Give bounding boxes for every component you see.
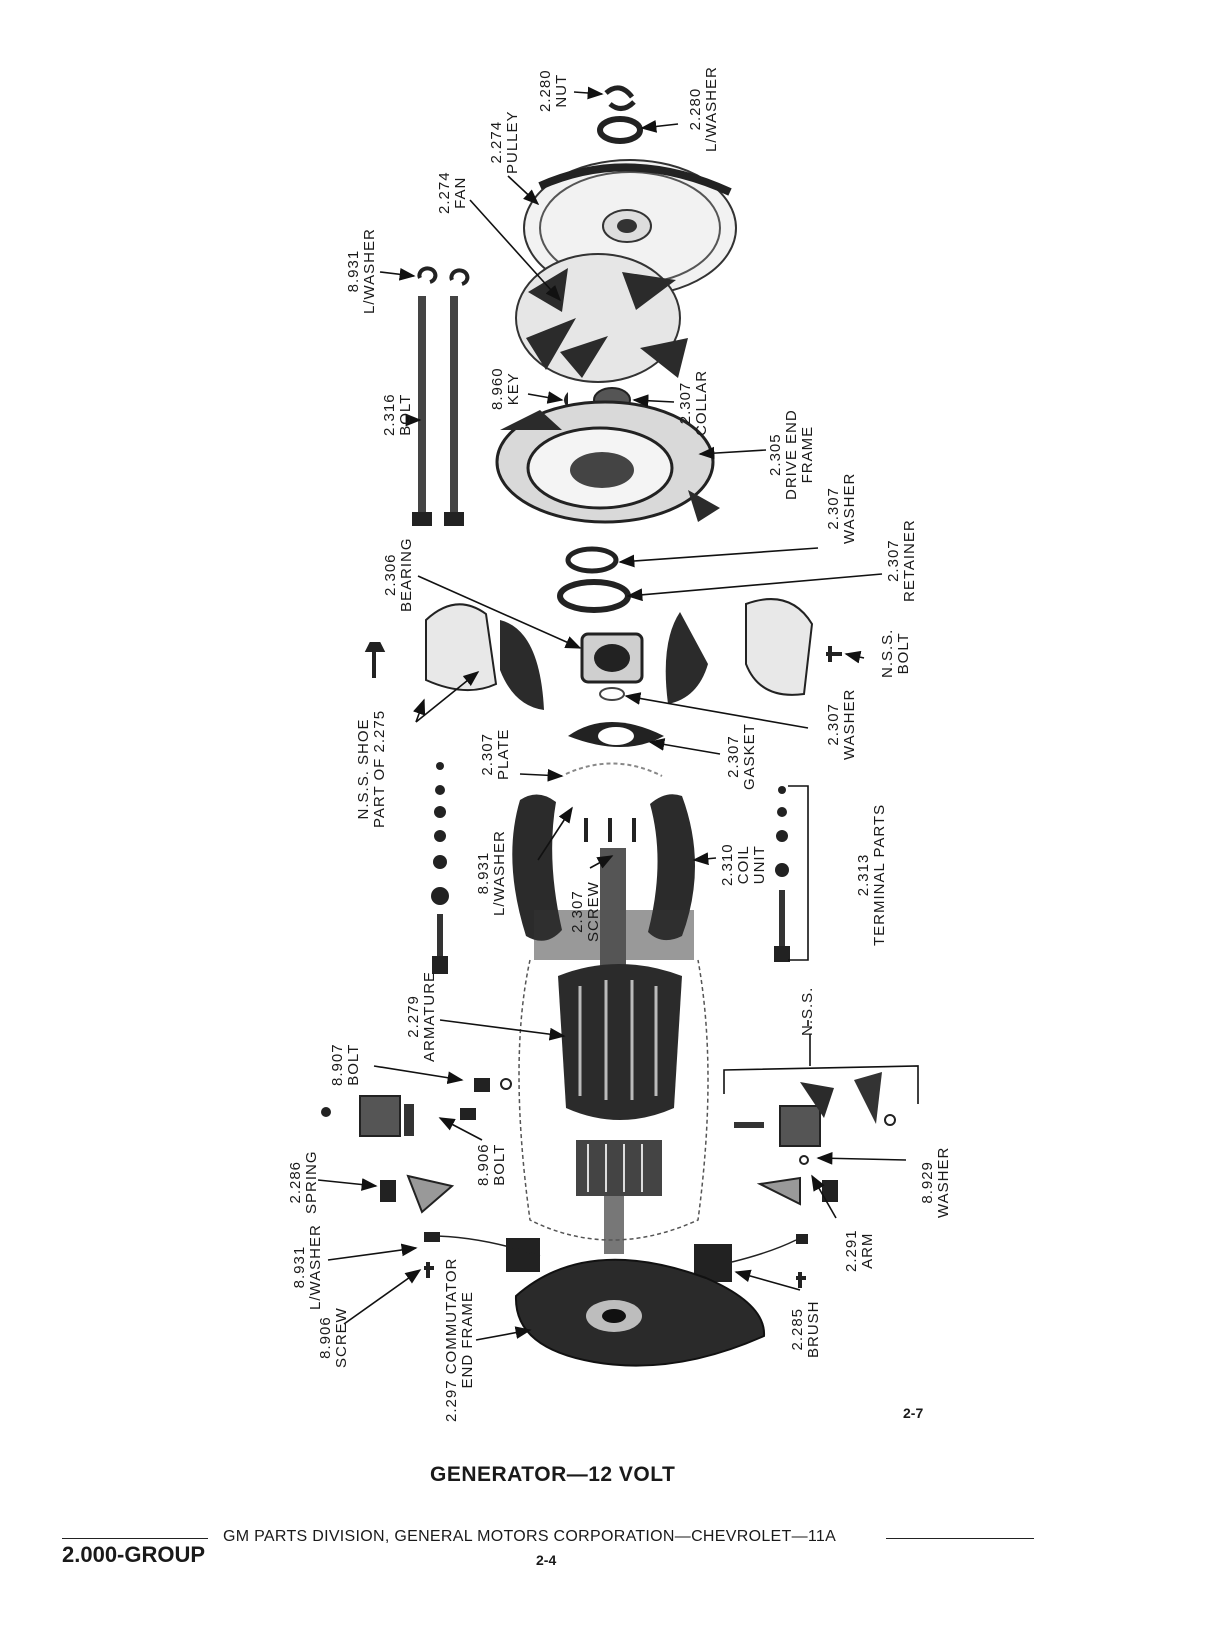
label-nss: N.S.S. [799, 986, 816, 1036]
commutator-end-frame-part [514, 1258, 766, 1367]
bearing-part [580, 632, 644, 684]
drive-end-frame-part [495, 400, 720, 524]
footer-publisher: GM PARTS DIVISION, GENERAL MOTORS CORPOR… [223, 1528, 837, 1545]
through-bolts [412, 296, 464, 526]
nut-part [604, 85, 636, 111]
pole-shoe-right [665, 598, 814, 704]
footer-rule-right [886, 1538, 1034, 1539]
armature-part [518, 848, 709, 1254]
retainer-part [557, 579, 631, 613]
brush-holder-left [321, 1078, 512, 1137]
pole-shoe-left [425, 603, 544, 710]
small-washer [599, 687, 625, 701]
leader-lines [317, 86, 919, 1341]
washer-part-top [565, 546, 619, 574]
plate-part [565, 762, 663, 777]
screws-small [364, 642, 842, 678]
figure-caption: GENERATOR—12 VOLT [430, 1463, 676, 1486]
lock-washer-pair-top [417, 266, 470, 286]
small-screws-bottom [424, 1262, 806, 1288]
lock-washer-part-top [597, 116, 643, 144]
gasket-part [568, 722, 664, 747]
spring-arm-left [380, 1174, 455, 1214]
group-heading: 2.000-GROUP [62, 1542, 206, 1567]
key-part [564, 392, 568, 408]
footer-rule-left [62, 1538, 208, 1539]
figure-number: 2-7 [903, 1405, 924, 1421]
brush-holder-right [734, 1072, 896, 1147]
coil-screws [584, 818, 636, 842]
page-number: 2-4 [536, 1552, 557, 1568]
terminal-parts-left-stack [431, 762, 449, 974]
arm-spring-right [756, 1155, 838, 1206]
label-nss-bolt: N.S.S.BOLT [879, 628, 912, 678]
terminal-parts-right-stack [774, 786, 790, 962]
